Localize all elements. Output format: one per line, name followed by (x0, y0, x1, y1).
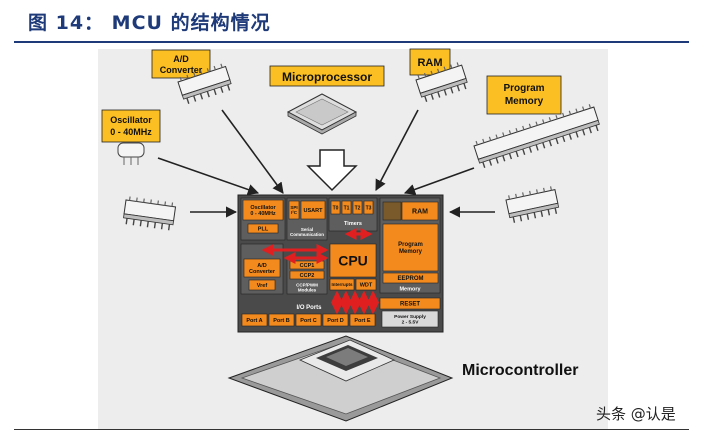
svg-text:CCP1: CCP1 (300, 263, 315, 269)
svg-text:Port D: Port D (327, 318, 344, 324)
block-port-2: Port C (295, 313, 322, 327)
block-timer-t3: T3 (363, 200, 374, 215)
program-memory-chip (473, 104, 600, 168)
svg-text:Port A: Port A (246, 318, 262, 324)
svg-text:CPU: CPU (338, 252, 368, 268)
svg-text:RESET: RESET (400, 302, 420, 308)
block-ccp2: CCP2 (289, 270, 325, 280)
down-arrow-icon (306, 149, 358, 192)
svg-text:Memory: Memory (399, 286, 421, 292)
oscillator-crystal (117, 142, 145, 165)
svg-text:Microprocessor: Microprocessor (282, 70, 372, 84)
microcontroller-title: Microcontroller (462, 362, 578, 379)
svg-text:Timers: Timers (344, 221, 362, 227)
block-io-label: I/O Ports (296, 305, 322, 311)
block-port-0: Port A (241, 313, 268, 327)
block-vref: Vref (248, 279, 276, 291)
microcontroller-package (227, 335, 454, 422)
ram-chip (415, 62, 468, 102)
svg-text:PLL: PLL (258, 226, 269, 232)
block-port-3: Port D (322, 313, 349, 327)
block-usart: USART (300, 200, 326, 220)
figure-title: 图 14： MCU 的结构情况 (28, 12, 271, 34)
block-timer-t1: T1 (341, 200, 352, 215)
svg-text:USART: USART (304, 208, 324, 214)
svg-text:RAM: RAM (417, 57, 442, 69)
watermark: 头条 @认是 (596, 405, 676, 423)
svg-text:T3: T3 (366, 205, 372, 211)
block-eeprom: EEPROM (382, 272, 439, 284)
block-wdt: WDT (355, 278, 377, 291)
pointer-arrows (157, 109, 495, 218)
block-timer-t2: T2 (352, 200, 363, 215)
svg-text:Vref: Vref (257, 283, 268, 289)
block-memory-stack (382, 201, 402, 221)
label-ram: RAM (409, 48, 451, 76)
block-reset: RESET (379, 297, 441, 310)
svg-text:Port C: Port C (300, 318, 317, 324)
block-ccp1: CCP1 (289, 260, 325, 270)
ad-converter-chip (177, 63, 232, 104)
svg-text:Interrupts: Interrupts (331, 282, 352, 287)
svg-text:EEPROM: EEPROM (397, 276, 423, 282)
block-cpu: CPU (329, 243, 377, 278)
block-port-1: Port B (268, 313, 295, 327)
svg-text:I/O Ports: I/O Ports (296, 305, 322, 311)
svg-text:T1: T1 (344, 205, 350, 211)
svg-text:T2: T2 (355, 205, 361, 211)
svg-text:Port E: Port E (354, 318, 371, 324)
label-microprocessor: Microprocessor (269, 65, 385, 87)
title-rule (14, 41, 689, 43)
block-port-4: Port E (349, 313, 376, 327)
right-dip-chip (505, 186, 560, 223)
block-timer-t0: T0 (330, 200, 341, 215)
block-memory-label: Memory (399, 286, 421, 292)
block-ram: RAM (401, 201, 439, 221)
microprocessor-chip (286, 93, 358, 135)
svg-text:T0: T0 (333, 205, 339, 211)
block-timers-label: Timers (344, 221, 362, 227)
block-interrupts: Interrupts (329, 278, 355, 291)
bus-arrows (261, 228, 379, 315)
svg-text:WDT: WDT (360, 282, 373, 288)
svg-text:RAM: RAM (412, 208, 428, 215)
svg-text:CCP2: CCP2 (300, 273, 315, 279)
svg-text:Port B: Port B (273, 318, 290, 324)
block-pll: PLL (247, 223, 279, 234)
left-dip-chip (123, 196, 177, 231)
bottom-rule (14, 429, 689, 430)
